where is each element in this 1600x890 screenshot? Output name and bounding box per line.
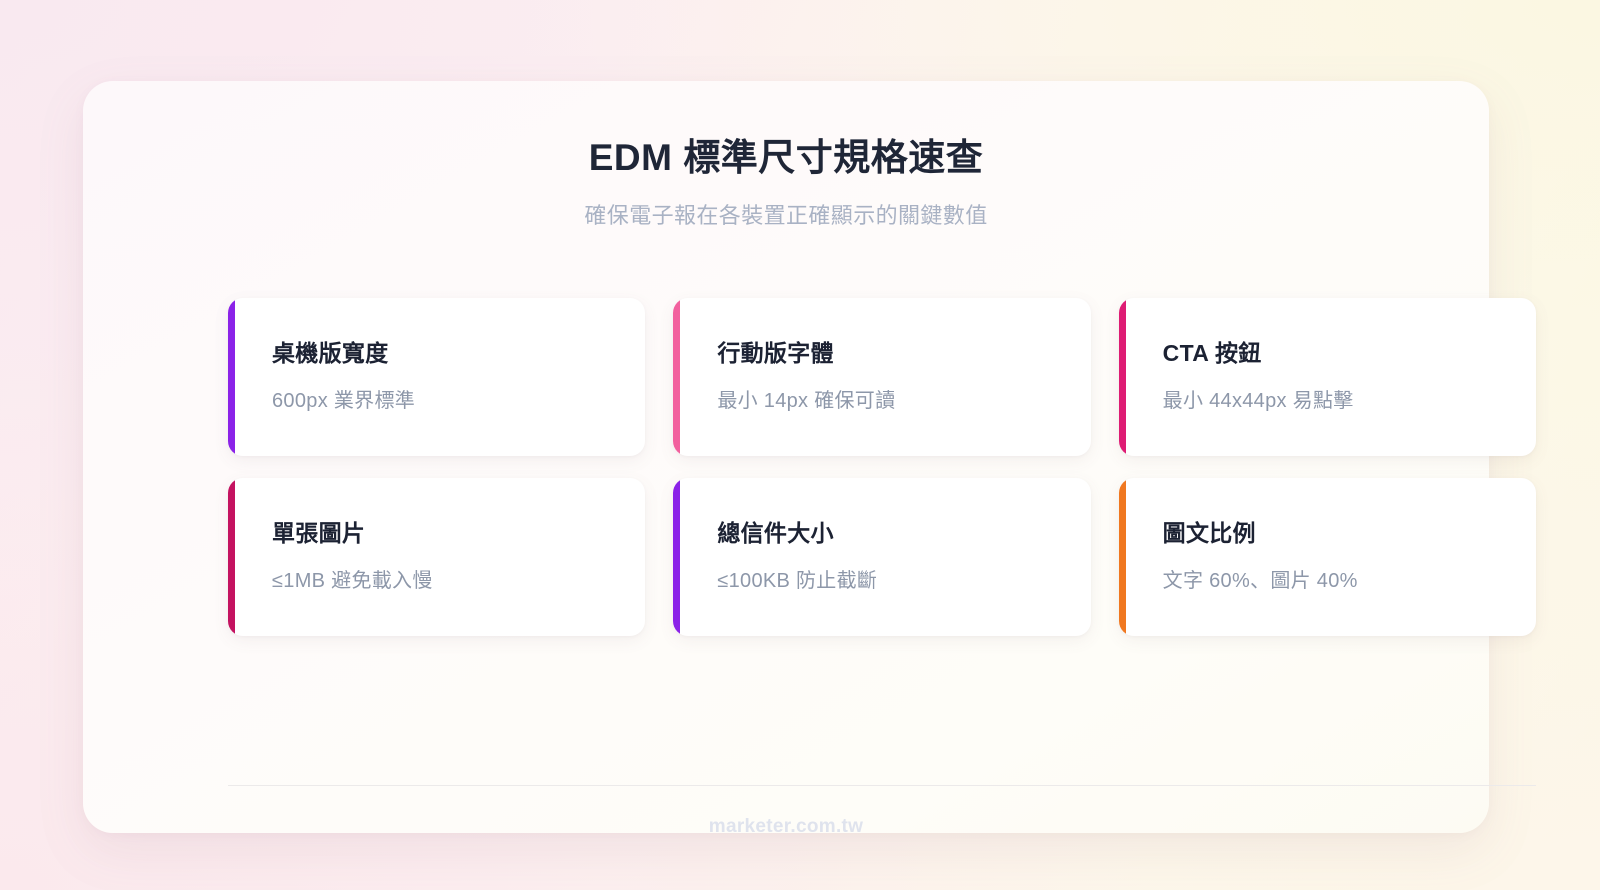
card-title: 單張圖片 — [272, 520, 366, 546]
accent-bar-icon — [673, 478, 681, 636]
page-title: EDM 標準尺寸規格速查 — [588, 137, 984, 178]
spec-card-mobile-font: 行動版字體 最小 14px 確保可讀 — [673, 298, 1091, 456]
card-title: 行動版字體 — [717, 340, 834, 366]
accent-bar-icon — [1118, 478, 1126, 636]
spec-card-single-image: 單張圖片 ≤1MB 避免載入慢 — [228, 478, 646, 636]
spec-card-image-text-ratio: 圖文比例 文字 60%、圖片 40% — [1118, 478, 1536, 636]
page-subtitle: 確保電子報在各裝置正確顯示的關鍵數值 — [584, 203, 988, 229]
card-title: 桌機版寬度 — [272, 340, 389, 366]
spec-card-grid: 桌機版寬度 600px 業界標準 行動版字體 最小 14px 確保可讀 CTA … — [228, 298, 1536, 636]
accent-bar-icon — [228, 298, 235, 456]
card-title: CTA 按鈕 — [1162, 340, 1262, 366]
spec-card-desktop-width: 桌機版寬度 600px 業界標準 — [228, 298, 646, 456]
card-value: 最小 44x44px 易點擊 — [1162, 389, 1354, 412]
content-panel: EDM 標準尺寸規格速查 確保電子報在各裝置正確顯示的關鍵數值 桌機版寬度 60… — [83, 81, 1536, 837]
spec-card-total-size: 總信件大小 ≤100KB 防止截斷 — [673, 478, 1091, 636]
accent-bar-icon — [673, 298, 681, 456]
card-value: 文字 60%、圖片 40% — [1162, 569, 1358, 592]
footer-site-label: marketer.com.tw — [708, 816, 864, 837]
footer-divider — [228, 785, 1536, 786]
accent-bar-icon — [1118, 298, 1126, 456]
card-value: ≤1MB 避免載入慢 — [272, 569, 433, 592]
card-title: 圖文比例 — [1162, 520, 1256, 546]
card-value: ≤100KB 防止截斷 — [717, 569, 878, 592]
card-value: 600px 業界標準 — [272, 389, 416, 412]
header: EDM 標準尺寸規格速查 確保電子報在各裝置正確顯示的關鍵數值 — [83, 81, 1489, 230]
spec-card-cta-button: CTA 按鈕 最小 44x44px 易點擊 — [1118, 298, 1536, 456]
accent-bar-icon — [228, 478, 235, 636]
card-title: 總信件大小 — [717, 520, 834, 546]
card-value: 最小 14px 確保可讀 — [717, 389, 896, 412]
